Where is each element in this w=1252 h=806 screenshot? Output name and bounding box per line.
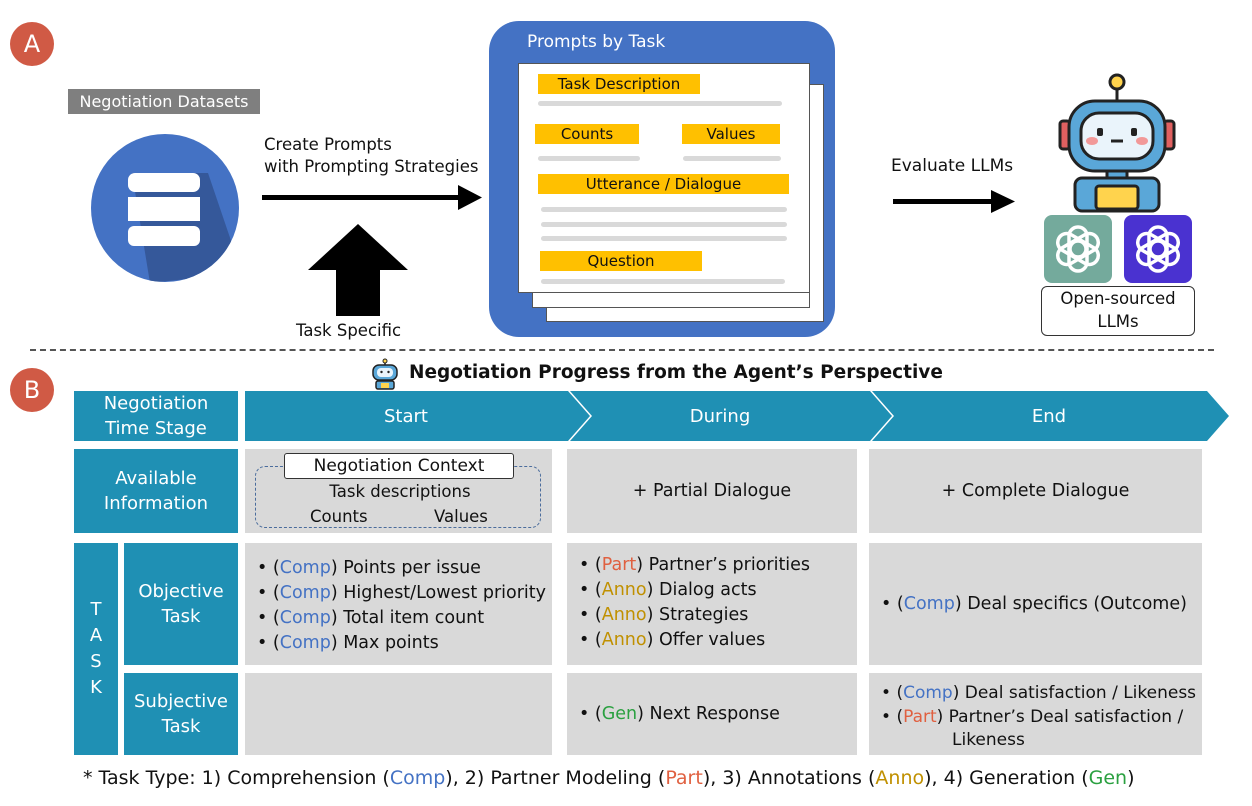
task-type-tag: Anno: [601, 630, 647, 650]
subjective-during-cell: (Gen) Next Response: [567, 673, 857, 755]
text-line: [541, 236, 787, 241]
task-vertical-label: T A S K: [74, 543, 118, 755]
task-item: (Gen) Next Response: [579, 702, 780, 727]
text-line: [541, 279, 785, 284]
openai-logo-icon: [1124, 215, 1192, 283]
task-list: (Comp) Deal specifics (Outcome): [881, 592, 1187, 617]
stage-end: End: [1031, 405, 1067, 427]
stage-start: Start: [384, 405, 428, 427]
task-item: (Anno) Dialog acts: [579, 578, 810, 603]
task-list: (Comp) Deal satisfaction / Likeness(Part…: [881, 681, 1196, 729]
task-type-tag: Comp: [903, 593, 955, 614]
available-during-cell: + Partial Dialogue: [567, 449, 857, 533]
task-type-tag: Part: [601, 555, 637, 575]
arrow-right-icon: [893, 190, 1015, 213]
task-type-tag: Anno: [601, 605, 647, 625]
task-item: (Anno) Offer values: [579, 628, 810, 653]
task-type-tag: Comp: [903, 683, 953, 703]
negotiation-context-title: Negotiation Context: [284, 453, 514, 479]
robot-icon: [372, 358, 398, 390]
task-item: (Comp) Deal satisfaction / Likeness: [881, 681, 1196, 705]
stage-during: During: [689, 405, 751, 427]
subjective-start-cell: [245, 673, 552, 755]
task-item: (Comp) Points per issue: [257, 556, 546, 581]
section-a-badge: A: [10, 22, 54, 66]
task-item: (Comp) Max points: [257, 631, 546, 656]
task-type-tag: Gen: [601, 703, 638, 724]
subjective-end-cell: (Comp) Deal satisfaction / Likeness(Part…: [869, 673, 1202, 755]
objective-end-cell: (Comp) Deal specifics (Outcome): [869, 543, 1202, 665]
task-type-tag: Comp: [279, 583, 331, 603]
stage-arrows: [245, 391, 1229, 441]
section-b-badge: B: [10, 368, 54, 412]
task-list: (Gen) Next Response: [579, 702, 780, 727]
counts-text: Counts: [310, 507, 368, 526]
robot-icon: [1058, 73, 1176, 213]
task-description-field: Task Description: [538, 74, 700, 94]
likeness-continuation: Likeness: [952, 730, 1025, 750]
text-line: [541, 222, 787, 227]
evaluate-label: Evaluate LLMs: [891, 156, 1014, 176]
task-item: (Anno) Strategies: [579, 603, 810, 628]
task-descriptions-text: Task descriptions: [329, 482, 471, 501]
task-type-tag: Part: [903, 707, 937, 727]
database-icon: [91, 134, 239, 282]
task-specific-label: Task Specific: [296, 321, 402, 340]
task-item: (Comp) Highest/Lowest priority: [257, 581, 546, 606]
values-field: Values: [682, 124, 780, 144]
task-type-tag: Comp: [279, 608, 331, 628]
task-type-tag: Anno: [601, 580, 647, 600]
counts-field: Counts: [535, 124, 639, 144]
text-line: [683, 156, 781, 161]
section-divider: [30, 349, 1214, 351]
task-list: (Comp) Points per issue(Comp) Highest/Lo…: [257, 556, 546, 656]
text-line: [541, 207, 787, 212]
task-type-tag: Comp: [279, 558, 331, 578]
task-type-tag: Comp: [279, 633, 331, 653]
dataset-label: Negotiation Datasets: [68, 89, 260, 114]
objective-during-cell: (Part) Partner’s priorities(Anno) Dialog…: [567, 543, 857, 665]
section-b-title: Negotiation Progress from the Agent’s Pe…: [409, 362, 943, 383]
arrow-right-icon: [262, 185, 482, 210]
text-line: [538, 156, 640, 161]
prompts-title: Prompts by Task: [527, 32, 666, 52]
task-item: (Part) Partner’s Deal satisfaction /: [881, 705, 1196, 729]
task-item: (Part) Partner’s priorities: [579, 553, 810, 578]
question-field: Question: [540, 251, 702, 271]
objective-start-cell: (Comp) Points per issue(Comp) Highest/Lo…: [245, 543, 552, 665]
openai-logo-icon: [1044, 215, 1112, 283]
arrow-up-icon: [308, 224, 408, 316]
task-list: (Part) Partner’s priorities(Anno) Dialog…: [579, 553, 810, 653]
utterance-field: Utterance / Dialogue: [538, 174, 789, 194]
open-sourced-llms-box: Open-sourced LLMs: [1041, 286, 1195, 336]
text-line: [538, 101, 782, 106]
task-item: (Comp) Total item count: [257, 606, 546, 631]
available-end-cell: + Complete Dialogue: [869, 449, 1202, 533]
create-prompts-text: Create Prompts with Prompting Strategies: [264, 135, 479, 176]
task-item: (Comp) Deal specifics (Outcome): [881, 592, 1187, 617]
values-text: Values: [434, 507, 488, 526]
task-type-footnote: * Task Type: 1) Comprehension (Comp), 2)…: [83, 767, 1135, 789]
